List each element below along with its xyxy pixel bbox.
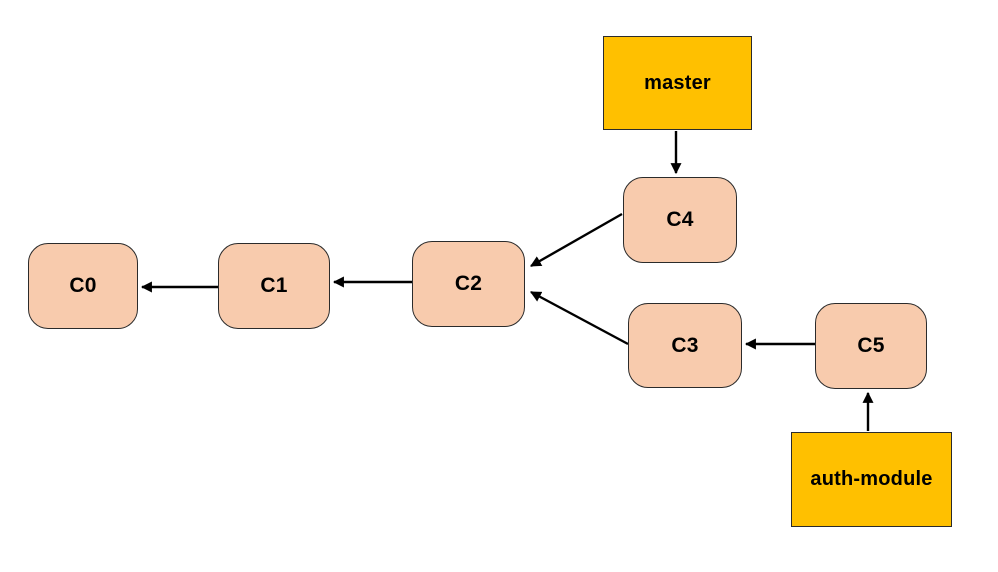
- commit-node-c5: C5: [815, 303, 927, 389]
- commit-label-c0: C0: [69, 274, 97, 297]
- commit-node-c1: C1: [218, 243, 330, 329]
- edge-c4-to-c2-arrow: [530, 212, 623, 268]
- branch-label-master: master: [644, 71, 711, 94]
- commit-label-c4: C4: [666, 208, 694, 231]
- commit-label-c5: C5: [857, 334, 885, 357]
- commit-label-c1: C1: [260, 274, 288, 297]
- commit-node-c3: C3: [628, 303, 742, 388]
- commit-node-c2: C2: [412, 241, 525, 327]
- branch-box-auth-module: auth-module: [791, 432, 952, 527]
- commit-node-c0: C0: [28, 243, 138, 329]
- branch-box-master: master: [603, 36, 752, 130]
- edge-c3-to-c2-arrow: [530, 290, 629, 346]
- commit-label-c3: C3: [671, 333, 699, 357]
- commit-label-c2: C2: [454, 272, 483, 295]
- branch-label-auth-module: auth-module: [810, 468, 933, 490]
- commit-node-c4: C4: [623, 177, 737, 263]
